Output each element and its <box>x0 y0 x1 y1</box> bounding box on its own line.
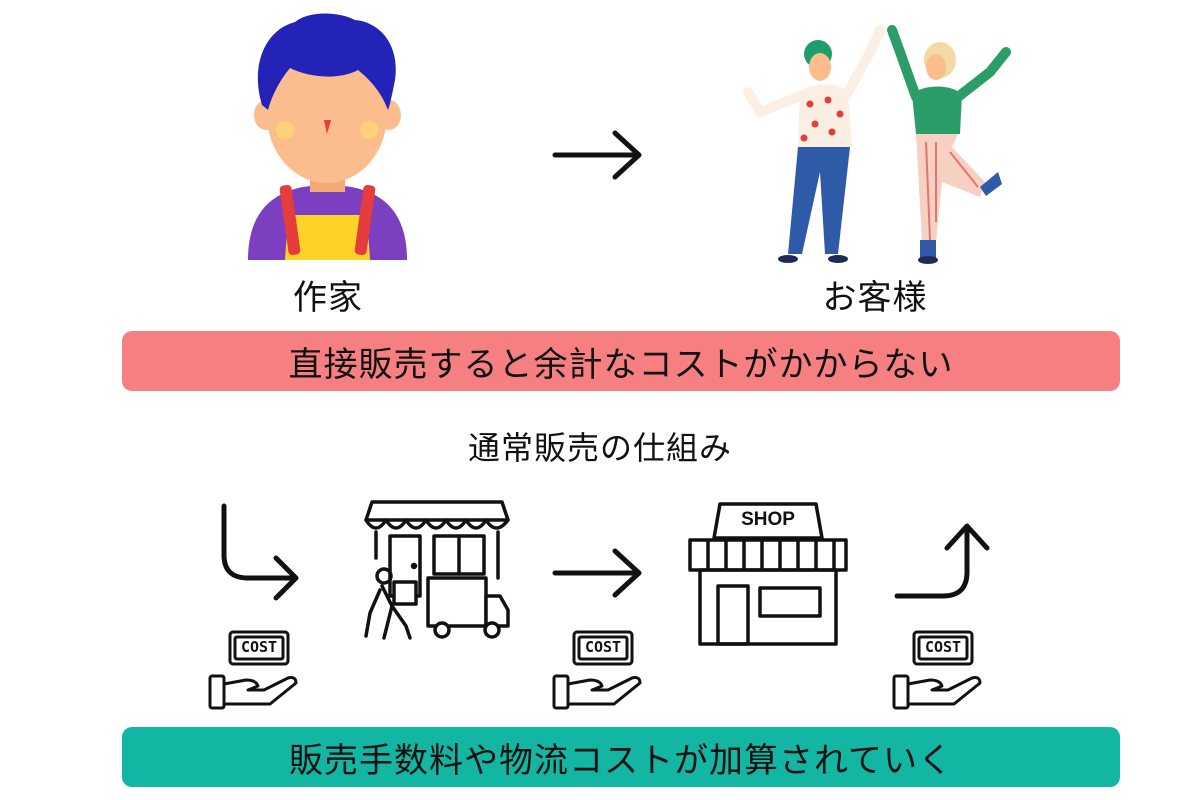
warehouse-delivery-icon <box>362 498 512 643</box>
customer-label: お客様 <box>822 278 928 318</box>
arrow-down-right-icon <box>210 500 305 601</box>
flow-title: 通常販売の仕組み <box>467 429 732 467</box>
creator-label: 作家 <box>293 278 363 318</box>
cost-label-2: COST <box>584 638 622 656</box>
cost-hand-icon-2: COST <box>552 628 644 710</box>
arrow-right-icon <box>552 130 645 180</box>
arrow-right-icon-2 <box>552 548 645 598</box>
cost-label-3: COST <box>924 638 962 656</box>
shop-icon: SHOP <box>686 500 850 648</box>
customers-illustration <box>740 22 1011 267</box>
added-costs-banner: 販売手数料や物流コストが加算されていく <box>122 727 1120 787</box>
cost-label: COST <box>240 638 278 656</box>
direct-sales-banner: 直接販売すると余計なコストがかからない <box>122 331 1120 391</box>
arrow-right-up-icon <box>893 520 993 602</box>
shop-sign: SHOP <box>741 509 795 530</box>
cost-hand-icon: COST <box>208 628 300 710</box>
cost-hand-icon-3: COST <box>892 628 984 710</box>
creator-figure <box>240 10 415 265</box>
